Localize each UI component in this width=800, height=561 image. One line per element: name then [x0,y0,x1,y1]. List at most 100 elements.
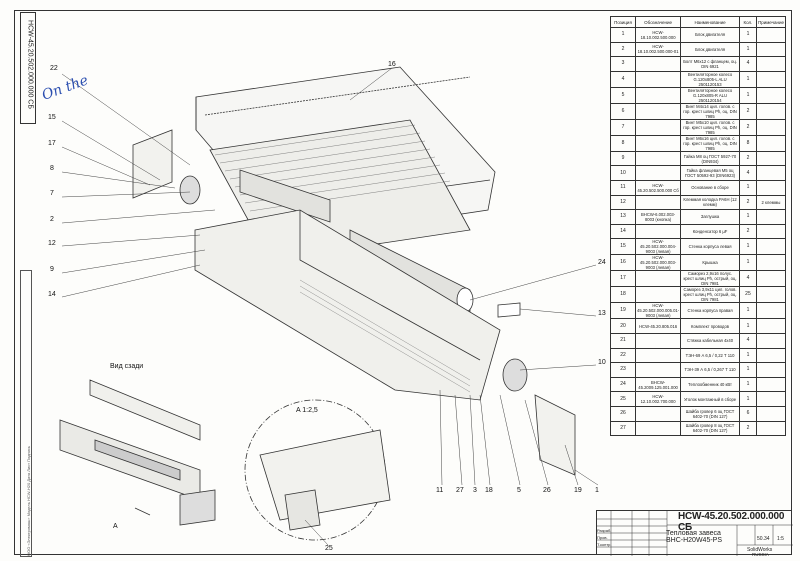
bom-cell-note [755,102,787,120]
bom-cell-qty: 1 [738,391,757,407]
bom-cell-note [755,332,787,349]
bom-cell-code: HCW-45.20.502.500.000 Сб [634,179,682,196]
bom-cell-name: Гайка фланцевая М5 оц ГОСТ 50592-93 (DIN… [680,165,740,181]
bom-cell-name: Блок двигателя [680,27,740,43]
bom-cell-pos: 19 [610,302,636,320]
section-label: A 1:2,5 [296,407,318,414]
title-block [596,510,793,556]
rotated-stamp: HCW-45.20.502.000.000 СБ [20,12,36,124]
bom-cell-name: Вентиляторное колесо G.120х805-R ALU 250… [680,86,740,104]
bom-cell-code [634,56,682,72]
bom-cell-note [755,254,787,272]
bom-cell-pos: 11 [610,179,636,196]
bom-cell-qty: 1 [738,238,757,256]
callout: 25 [325,545,333,552]
bom-cell-note [755,70,787,88]
role-label: Пров. [597,535,608,540]
callout: 26 [543,487,551,494]
bom-cell-code: HCW-45.20.502.000.005.01-9003 (левая) [634,302,682,320]
bom-cell-pos: 21 [610,332,636,349]
bom-cell-qty: 1 [738,27,757,43]
fan-left-part [239,169,331,223]
bom-cell-pos: 1 [610,27,636,43]
bom-cell-pos: 26 [610,405,636,422]
bom-row: 18 Саморез 3,9х11 цил. голов. крест шлиц … [610,286,787,304]
bom-cell-note [755,86,787,104]
bom-cell-code [634,223,682,240]
bom-cell-note [755,318,787,334]
bom-cell-note: 2 клеммы [755,194,787,211]
bom-cell-name: Теплообменник 40 кВт [680,376,740,393]
bom-cell-code [634,405,682,422]
bom-cell-note [755,118,787,136]
bom-cell-qty: 2 [738,102,757,120]
bom-cell-code: HCW-18.10.002.500.000 [634,27,682,43]
callout: 24 [598,259,606,266]
bom-cell-code [634,286,682,304]
bom-col-code: Обозначение [634,16,682,28]
bom-cell-name: Винт М6х16 цил. голов. с гор. крест шлиц… [680,134,740,152]
bom-cell-note [755,420,787,437]
bom-cell-code [634,347,682,364]
bom-cell-code: BHCW-6.002.003-8003 (кнопка) [634,209,682,225]
callout: 1 [595,487,599,494]
callout: 11 [436,487,443,494]
bom-cell-pos: 12 [610,194,636,211]
bom-cell-qty: 2 [738,150,757,167]
bom-cell-note [755,405,787,422]
bom-cell-note [755,391,787,407]
bom-cell-qty: 2 [738,194,757,211]
title-block-code: HCW-45.20.502.000.000 СБ [678,511,785,533]
bom-cell-name: Заглушка [680,209,740,225]
title-block-name: Тепловая завеса BHC-H20W45-PS [666,530,722,544]
bom-cell-pos: 10 [610,165,636,181]
bom-col-name: Наименование [680,16,740,28]
bom-cell-qty: 4 [738,56,757,72]
left-motor-part [179,175,201,205]
bom-cell-name: Саморез 3,9х11 цил. голов. крест шлиц Ph… [680,286,740,304]
bom-cell-qty: 1 [738,86,757,104]
role-label: Разраб. [597,528,612,533]
bom-cell-qty: 4 [738,332,757,349]
bom-cell-qty: 1 [738,302,757,320]
bom-cell-note [755,362,787,378]
bom-cell-name: ТЭН-69 А 6,5 / 0,22 Т 110 [680,347,740,364]
callout: 13 [598,310,606,317]
bom-cell-qty: 2 [738,118,757,136]
bom-cell-pos: 18 [610,286,636,304]
bom-cell-qty: 4 [738,165,757,181]
title-block-name-line1: Тепловая завеса [666,530,721,537]
callout: 2 [50,216,54,223]
callout: 18 [485,487,493,494]
bom-cell-name: Крышка [680,254,740,272]
bom-cell-code [634,118,682,136]
right-wall-part [534,394,576,476]
bom-cell-qty: 1 [738,70,757,88]
bom-cell-pos: 27 [610,420,636,437]
bom-cell-code: HCW-45.20.502.000.003-9003 (левая) [634,254,682,272]
bom-cell-qty: 1 [738,318,757,334]
callout: 22 [50,65,58,72]
bom-cell-name: Болт М6х12 с фланцем, оц. DIN 6921 [680,56,740,72]
bom-col-pos: Позиция [610,16,636,28]
bom-cell-code [634,86,682,104]
bom-cell-pos: 4 [610,70,636,88]
bom-cell-name: Шайба гровер 8 оц ГОСТ 6402-70 (DIN 127) [680,420,740,437]
bom-cell-code [634,332,682,349]
